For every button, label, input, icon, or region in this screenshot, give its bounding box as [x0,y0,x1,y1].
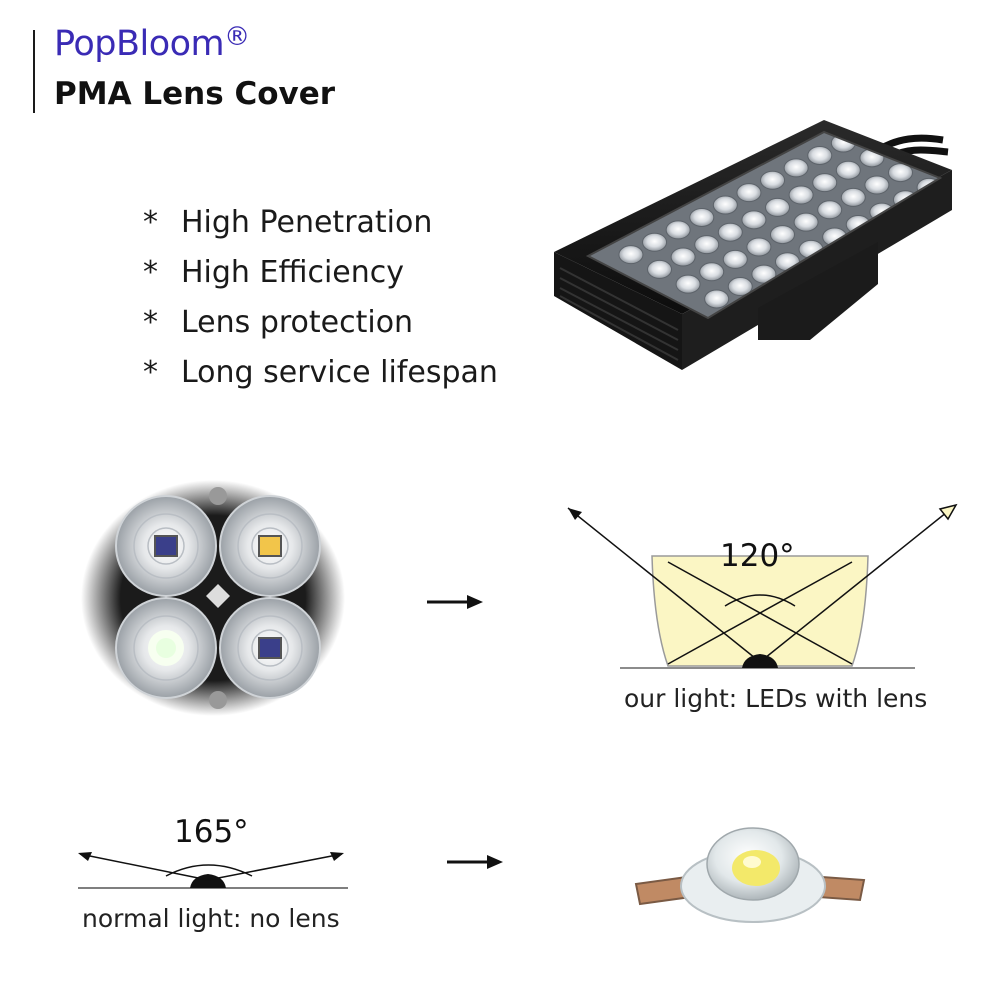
lens-beam-diagram [567,503,958,669]
led-lens [675,274,701,294]
feature-item: * Long service lifespan [143,348,498,398]
angle-label-120: 120° [720,538,795,574]
arrow-right-icon [447,855,503,869]
led-lens [722,249,748,269]
led-lens [746,237,772,257]
led-lens [736,183,762,203]
led-lens [793,212,819,232]
led-lens [769,225,795,245]
feature-bullet: * [143,255,158,290]
header-divider [33,30,35,113]
feature-text: Long service lifespan [181,355,498,390]
led-lens [864,175,890,195]
feature-item: * High Efficiency [143,248,498,298]
led-lens [783,158,809,178]
feature-bullet: * [143,355,158,390]
led-lens [835,160,861,180]
led-lens [712,195,738,215]
bare-led-chip-image [634,827,866,923]
feature-list: * High Penetration * High Efficiency * Lens… [143,198,498,398]
feature-text: High Penetration [181,205,433,240]
brand-name: PopBloom [54,24,225,64]
feature-text: High Efficiency [181,255,404,290]
led-light-bar-image [554,120,952,370]
angle-label-165: 165° [174,814,249,850]
led-lens-closeup-image [81,480,345,716]
led-lens [694,235,720,255]
led-lens [807,145,833,165]
feature-bullet: * [143,305,158,340]
led-lens [689,207,715,227]
feature-text: Lens protection [181,305,414,340]
led-lens [817,200,843,220]
caption-with-lens: our light: LEDs with lens [624,684,928,713]
led-lens [812,173,838,193]
led-lens [670,247,696,267]
led-lens [704,289,730,309]
led-lens [760,170,786,190]
no-lens-beam-diagram [78,852,348,889]
led-lens [717,222,743,242]
led-lens [665,220,691,240]
arrow-right-icon [427,595,483,609]
led-lens [887,163,913,183]
led-lens [741,210,767,230]
led-lens [699,262,725,282]
caption-no-lens: normal light: no lens [82,904,340,933]
feature-item: * High Penetration [143,198,498,248]
feature-bullet: * [143,205,158,240]
registered-mark: ® [224,22,250,52]
led-lens [727,277,753,297]
led-lens [647,259,673,279]
led-lens [765,197,791,217]
product-title: PMA Lens Cover [54,76,336,112]
led-lens [642,232,668,252]
brand-logo: PopBloom® [54,22,250,64]
led-lens [840,187,866,207]
feature-item: * Lens protection [143,298,498,348]
led-lens [618,245,644,265]
led-lens [788,185,814,205]
